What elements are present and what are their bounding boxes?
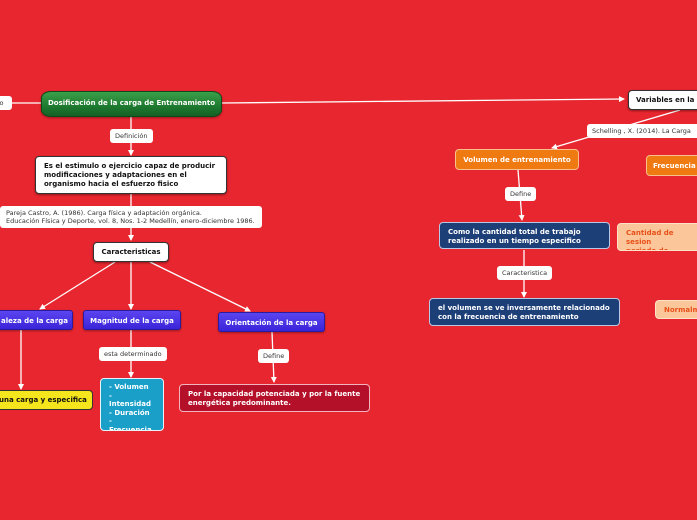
volumen-definition-node[interactable]: Como la cantidad total de trabajo realiz…: [439, 222, 610, 249]
definicion-label[interactable]: Definición: [110, 129, 153, 143]
definition-node[interactable]: Es el estimulo o ejercicio capaz de prod…: [35, 156, 227, 194]
caracteristica-label[interactable]: Caracteristica: [497, 266, 553, 280]
define-label-volumen[interactable]: Define: [505, 187, 537, 201]
connector-root-variables: [221, 96, 625, 104]
define-label-orientacion[interactable]: Define: [258, 349, 290, 363]
naturaleza-result-node[interactable]: una carga y especifica: [0, 390, 93, 410]
reference-pareja-castro[interactable]: Pareja Castro, A. (1986). Carga física y…: [0, 206, 262, 228]
frecuencia-characteristic-node[interactable]: Normalm: [655, 300, 697, 319]
variables-node[interactable]: Variables en la: [628, 90, 697, 110]
orientacion-result-node[interactable]: Por la capacidad potenciada y por la fue…: [179, 384, 370, 412]
orientacion-de-la-carga-node[interactable]: Orientación de la carga: [218, 312, 325, 332]
caracteristicas-node[interactable]: Caracteristicas: [93, 242, 169, 262]
connector-carac-orientacion: [149, 261, 251, 312]
frecuencia-node[interactable]: Frecuencia: [646, 155, 697, 176]
magnitud-list-node[interactable]: - Volumen - Intensidad - Duración - Frec…: [100, 378, 164, 431]
root-topic-dosificacion[interactable]: Dosificación de la carga de Entrenamient…: [41, 91, 222, 117]
connector-carac-naturaleza: [39, 261, 116, 310]
volumen-characteristic-node[interactable]: el volumen se ve inversamente relacionad…: [429, 298, 620, 326]
magnitud-de-la-carga-node[interactable]: Magnitud de la carga: [83, 310, 181, 330]
naturaleza-de-la-carga-node[interactable]: aleza de la carga: [0, 310, 73, 330]
frecuencia-definition-node[interactable]: Cantidad de sesion periodo de tiempo: [617, 223, 697, 251]
esta-determinado-label[interactable]: esta determinado: [99, 347, 167, 361]
left-edge-connector-label[interactable]: to: [0, 96, 12, 110]
reference-schelling[interactable]: Schelling , X. (2014). La Carga: [587, 124, 697, 138]
volumen-de-entrenamiento-node[interactable]: Volumen de entrenamiento: [455, 149, 579, 170]
